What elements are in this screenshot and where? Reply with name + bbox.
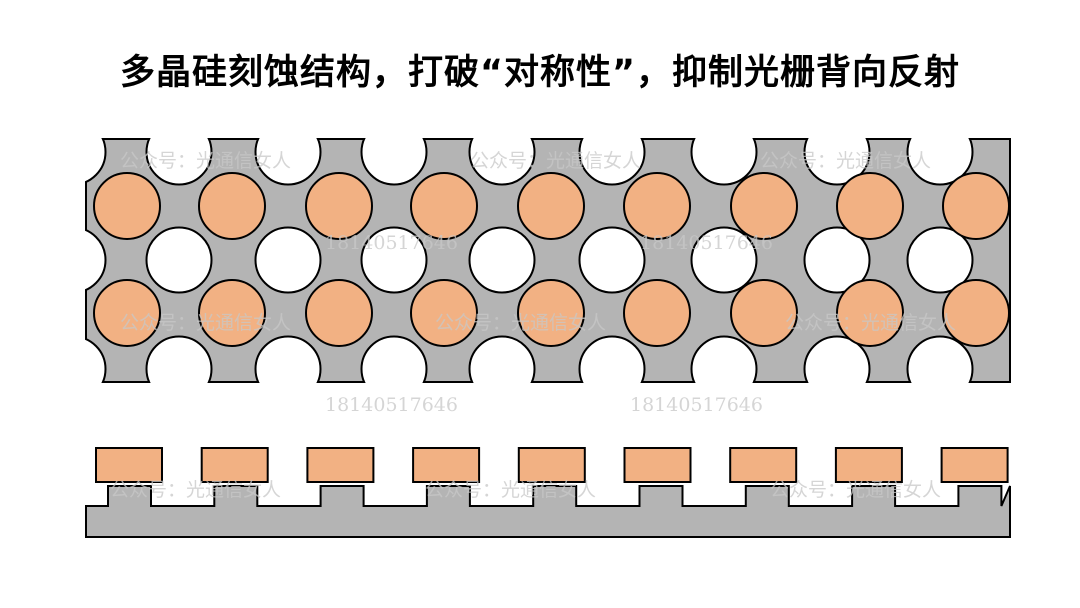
- etched-hole: [85, 337, 107, 383]
- polysilicon-pillar: [410, 279, 478, 347]
- etched-holes: [85, 138, 974, 383]
- polysilicon-block: [200, 447, 269, 483]
- slide-title: 多晶硅刻蚀结构，打破“对称性”，抑制光栅背向反射: [119, 53, 960, 93]
- polysilicon-block: [623, 447, 692, 483]
- polysilicon-block: [412, 447, 481, 483]
- etched-hole: [468, 138, 536, 186]
- polysilicon-pillar: [305, 279, 373, 347]
- polysilicon-pillar: [730, 172, 798, 240]
- etched-hole: [468, 226, 536, 294]
- polysilicon-pillar: [836, 279, 904, 347]
- polysilicon-pillar: [942, 279, 1010, 347]
- polysilicon-pillar: [517, 172, 585, 240]
- watermark-account: 公众号：光通信女人: [425, 479, 596, 501]
- polysilicon-block: [306, 447, 375, 483]
- polysilicon-pillar: [198, 172, 266, 240]
- silicon-teeth-profile: [85, 485, 1011, 538]
- polysilicon-block: [940, 447, 1009, 483]
- polysilicon-pillar: [836, 172, 904, 240]
- watermark-account: 公众号：光通信女人: [120, 150, 291, 172]
- etched-hole: [360, 335, 428, 383]
- etched-hole: [254, 226, 322, 294]
- etched-hole: [906, 226, 974, 294]
- etched-hole: [254, 138, 322, 186]
- polysilicon-pillar: [942, 172, 1010, 240]
- etched-hole: [145, 335, 213, 383]
- cross-section: [85, 447, 1011, 538]
- etched-hole: [578, 138, 646, 186]
- polysilicon-pillar: [410, 172, 478, 240]
- watermark-account: 公众号：光通信女人: [435, 312, 606, 334]
- watermark-account: 公众号：光通信女人: [770, 479, 941, 501]
- etched-hole: [85, 228, 107, 292]
- polysilicon-block: [834, 447, 903, 483]
- watermark-account: 公众号：光通信女人: [120, 312, 291, 334]
- polysilicon-pillar: [305, 172, 373, 240]
- etched-hole: [145, 226, 213, 294]
- etched-hole: [690, 138, 758, 186]
- etched-hole: [803, 226, 871, 294]
- etched-hole: [145, 138, 213, 186]
- etched-hole: [690, 335, 758, 383]
- etched-hole: [468, 335, 536, 383]
- watermark-phone: 18140517646: [630, 394, 763, 416]
- etched-hole: [906, 335, 974, 383]
- top-view: [85, 138, 1011, 383]
- watermark-account: 公众号：光通信女人: [760, 150, 931, 172]
- polysilicon-pillar: [623, 279, 691, 347]
- polysilicon-block: [517, 447, 586, 483]
- watermark-phone: 18140517646: [640, 232, 773, 254]
- watermark-account: 公众号：光通信女人: [785, 312, 956, 334]
- etched-hole: [906, 138, 974, 186]
- watermark-account: 公众号：光通信女人: [470, 150, 641, 172]
- watermark-account: 公众号：光通信女人: [110, 479, 281, 501]
- polysilicon-pillar: [198, 279, 266, 347]
- etched-hole: [254, 335, 322, 383]
- watermark-phone: 18140517646: [325, 232, 458, 254]
- etched-hole: [803, 335, 871, 383]
- polysilicon-pillar: [730, 279, 798, 347]
- etched-hole: [360, 138, 428, 186]
- polysilicon-pillar: [517, 279, 585, 347]
- etched-hole: [85, 138, 107, 184]
- watermarks: 公众号：光通信女人公众号：光通信女人公众号：光通信女人公众号：光通信女人公众号：…: [110, 150, 956, 501]
- polysilicon-pillar: [623, 172, 691, 240]
- watermark-phone: 18140517646: [325, 394, 458, 416]
- etched-hole: [578, 226, 646, 294]
- etched-hole: [360, 226, 428, 294]
- polysilicon-pillar: [93, 279, 161, 347]
- etched-hole: [803, 138, 871, 186]
- etched-hole: [690, 226, 758, 294]
- polysilicon-block: [95, 447, 163, 483]
- polysilicon-block: [729, 447, 798, 483]
- etched-hole: [578, 335, 646, 383]
- polysilicon-pillar: [93, 172, 161, 240]
